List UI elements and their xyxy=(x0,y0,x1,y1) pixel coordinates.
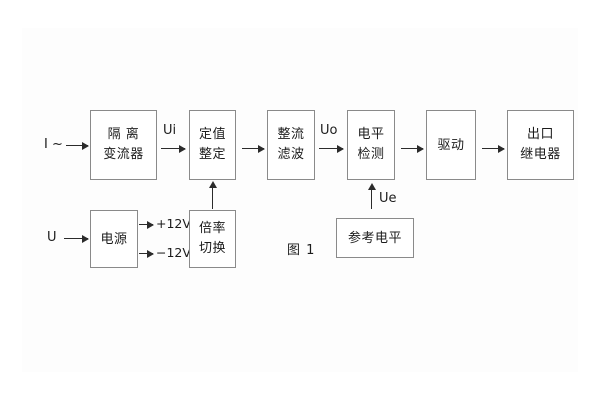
block-drive-line-1: 驱动 xyxy=(437,137,465,153)
block-drive: 驱动 xyxy=(426,110,476,180)
block-reference-level: 参考电平 xyxy=(336,218,414,258)
block-rectify-filter: 整流 滤波 xyxy=(267,110,315,180)
input-label-current: I ~ xyxy=(44,137,63,152)
signal-label-ue: Ue xyxy=(379,191,397,206)
content-plate xyxy=(22,28,578,372)
block-reference-level-line-1: 参考电平 xyxy=(347,230,402,246)
input-label-voltage: U xyxy=(47,230,57,245)
block-output-relay-line-1: 出口 xyxy=(526,126,554,142)
arrow-current-to-isolation-ct xyxy=(66,141,89,150)
arrow-drive-to-output-relay xyxy=(482,144,505,153)
figure-caption: 图 1 xyxy=(287,243,316,258)
block-isolation-ct-line-2: 变流器 xyxy=(103,147,144,162)
arrow-multiplier-switch-to-setting-value xyxy=(208,181,217,209)
arrow-isolation-ct-to-setting-value xyxy=(161,144,186,153)
block-rectify-filter-line-2: 滤波 xyxy=(277,147,305,162)
rail-label-negative: −12V xyxy=(156,245,191,260)
block-level-detect-line-1: 电平 xyxy=(357,126,385,142)
block-setting-value-line-2: 整定 xyxy=(198,147,226,162)
block-isolation-ct: 隔 离 变流器 xyxy=(90,110,157,180)
signal-label-uo: Uo xyxy=(320,123,338,138)
block-multiplier-switch-line-2: 切换 xyxy=(198,241,226,256)
arrow-reference-level-to-level-detect xyxy=(367,183,376,209)
block-level-detect-line-2: 检测 xyxy=(357,147,385,162)
arrow-rail-positive xyxy=(139,220,154,229)
arrow-setting-value-to-rectify-filter xyxy=(242,144,265,153)
block-power-supply-line-1: 电源 xyxy=(100,231,128,247)
block-multiplier-switch-line-1: 倍率 xyxy=(198,220,226,236)
block-isolation-ct-line-1: 隔 离 xyxy=(107,126,140,142)
block-level-detect: 电平 检测 xyxy=(347,110,395,180)
arrow-rail-negative xyxy=(139,249,154,258)
block-setting-value-line-1: 定值 xyxy=(198,126,226,142)
block-output-relay: 出口 继电器 xyxy=(507,110,574,180)
block-setting-value: 定值 整定 xyxy=(189,110,236,180)
block-power-supply: 电源 xyxy=(90,210,138,268)
block-multiplier-switch: 倍率 切换 xyxy=(189,210,236,268)
arrow-voltage-to-power-supply xyxy=(64,234,89,243)
block-output-relay-line-2: 继电器 xyxy=(520,147,561,162)
block-rectify-filter-line-1: 整流 xyxy=(277,126,305,142)
rail-label-positive: +12V xyxy=(156,216,191,231)
arrow-rectify-filter-to-level-detect xyxy=(319,144,344,153)
signal-label-ui: Ui xyxy=(163,123,177,138)
arrow-level-detect-to-drive xyxy=(401,144,424,153)
